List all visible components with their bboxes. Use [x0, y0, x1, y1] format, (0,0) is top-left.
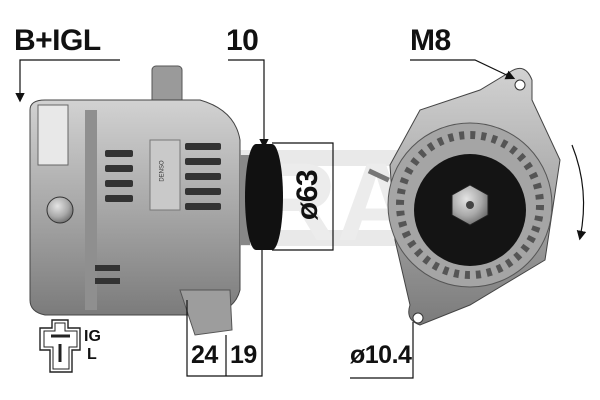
connector-pin-l: L	[87, 346, 97, 363]
terminal-stud	[367, 168, 390, 183]
product-label-text: DENSO	[159, 160, 166, 182]
terminal-label: B+IGL	[14, 24, 101, 57]
connector-icon	[39, 319, 81, 373]
pulley	[245, 144, 283, 250]
hole-diameter-label: ø10.4	[350, 341, 412, 369]
alternator-front-view	[367, 67, 561, 326]
offset-2-label: 19	[230, 341, 257, 369]
offset-1-label: 24	[191, 341, 218, 369]
groove-count-label: 10	[226, 24, 259, 57]
dimension-lines	[15, 59, 587, 379]
mount-thread-label: M8	[410, 24, 451, 57]
pulley-diameter-label: ø63	[291, 169, 324, 221]
alternator-side-view	[29, 65, 283, 336]
connector-pin-ig: IG	[84, 328, 101, 345]
rotation-arrow	[571, 144, 587, 241]
